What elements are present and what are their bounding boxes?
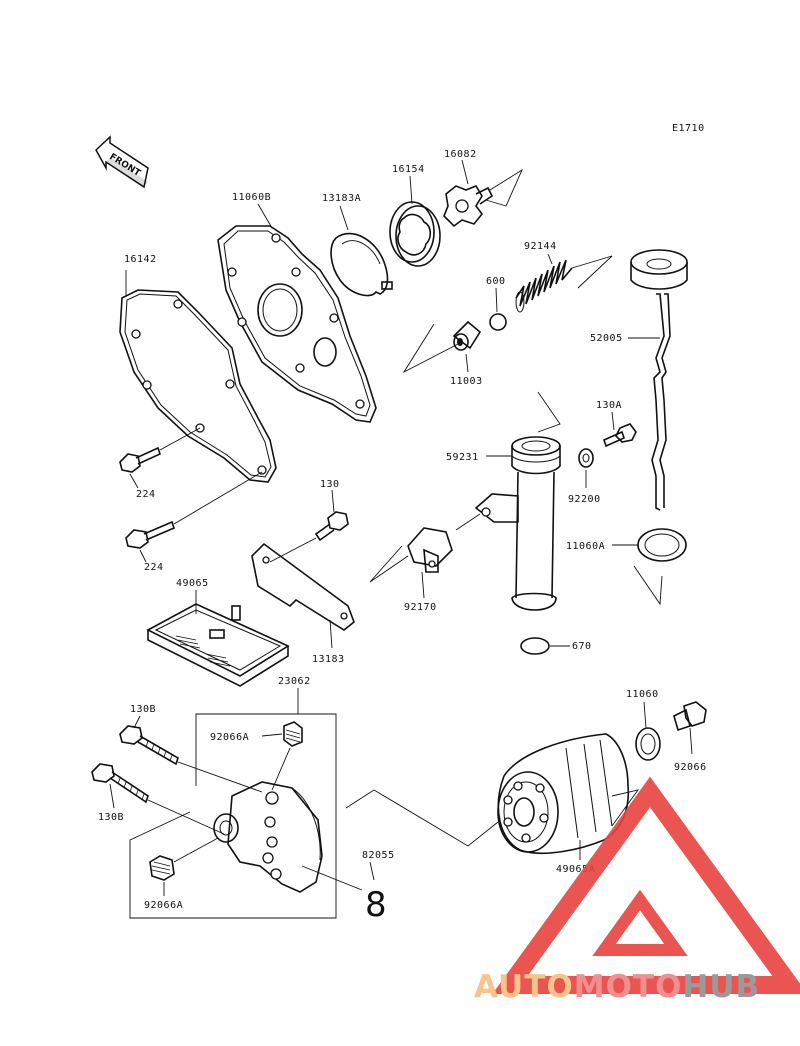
bolt-130B-upper (119, 725, 179, 766)
plate-13183 (251, 542, 355, 631)
pipe-59231 (474, 436, 561, 611)
label-92066A-upper: 92066A (210, 732, 249, 743)
label-600: 600 (486, 276, 506, 287)
logo-inner-triangle-icon (592, 889, 688, 956)
label-130A: 130A (596, 400, 622, 411)
label-92170: 92170 (404, 602, 437, 613)
spring-92144 (515, 259, 573, 313)
automotohub-logo: AUTOMOTOHUB (474, 776, 800, 1005)
bolt-224-lower (125, 520, 175, 549)
label-11003: 11003 (450, 376, 483, 387)
label-16082: 16082 (444, 149, 477, 160)
bolt-130B-lower (91, 763, 149, 804)
plug-92066 (673, 701, 707, 732)
front-arrow-icon: FRONT (95, 135, 149, 189)
label-23062: 23062 (278, 676, 311, 687)
label-92066A-lower: 92066A (144, 900, 183, 911)
plug-92066A-upper (283, 721, 303, 747)
bolt-224-upper (119, 446, 161, 473)
label-130B-upper: 130B (130, 704, 156, 715)
label-92066: 92066 (674, 762, 707, 773)
label-130: 130 (320, 479, 340, 490)
seal-11060A (637, 528, 687, 562)
label-224-lower: 224 (144, 562, 164, 573)
oil-filter-49065A (497, 733, 630, 855)
plug-92066A-lower (149, 855, 175, 881)
label-92144: 92144 (524, 241, 557, 252)
gasket-11060B (217, 225, 377, 423)
logo-triangle-icon (492, 776, 800, 994)
label-11060: 11060 (626, 689, 659, 700)
ball-600 (489, 313, 507, 331)
oring-670 (520, 637, 550, 655)
label-16142: 16142 (124, 254, 157, 265)
housing-bracket-lines (129, 713, 337, 919)
label-59231: 59231 (446, 452, 479, 463)
label-13183: 13183 (312, 654, 345, 665)
figure-8-marker: 8 (365, 885, 387, 925)
label-49065: 49065 (176, 578, 209, 589)
logo-text-auto: AUTO (474, 969, 574, 1005)
washer-11060 (635, 727, 661, 761)
valve-11003 (452, 320, 482, 351)
logo-text-moto: MOTO (574, 969, 683, 1005)
label-49065A: 49065A (556, 864, 595, 875)
washer-92200 (578, 448, 594, 468)
label-82055: 82055 (362, 850, 395, 861)
label-52005: 52005 (590, 333, 623, 344)
logo-text-hub: HUB (682, 969, 760, 1005)
figure-code: E1710 (672, 123, 705, 134)
cover-13183A (330, 232, 393, 297)
rotor-16154 (389, 201, 441, 267)
label-11060A: 11060A (566, 541, 605, 552)
dipstick-52005 (630, 249, 688, 511)
label-92200: 92200 (568, 494, 601, 505)
label-670: 670 (572, 641, 592, 652)
bolt-130 (314, 511, 349, 542)
bolt-130A (603, 423, 637, 448)
inner-rotor-16082 (443, 185, 494, 228)
strainer-49065 (146, 603, 290, 687)
label-130B-lower: 130B (98, 812, 124, 823)
housing-23062 (213, 781, 323, 893)
plate-16142 (119, 289, 277, 483)
label-16154: 16154 (392, 164, 425, 175)
label-11060B: 11060B (232, 192, 271, 203)
clamp-92170 (407, 527, 453, 573)
label-13183A: 13183A (322, 193, 361, 204)
label-224-upper: 224 (136, 489, 156, 500)
svg-text:AUTOMOTOHUB: AUTOMOTOHUB (474, 969, 760, 1005)
